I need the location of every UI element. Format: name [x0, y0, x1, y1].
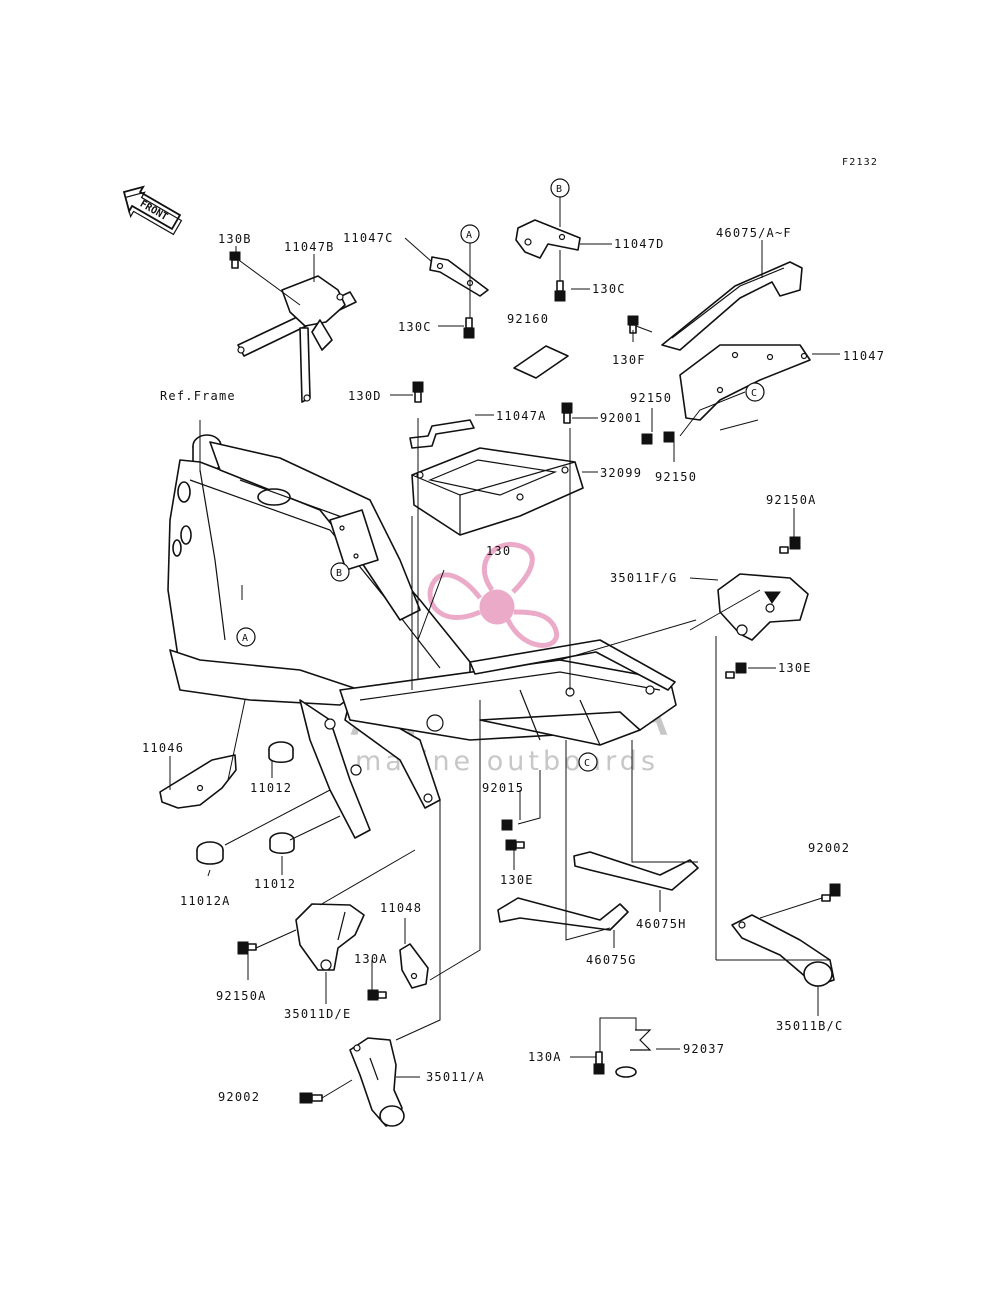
leader-lines — [169, 197, 840, 1099]
label-130d: 130D — [348, 389, 382, 403]
label-130a-left: 130A — [354, 952, 388, 966]
bracket-11047d — [515, 219, 581, 259]
label-11047d: 11047D — [614, 237, 665, 251]
ref-frame-label: Ref.Frame — [160, 389, 236, 403]
grab-rail-46075 — [661, 261, 803, 351]
clip-92037 — [615, 1029, 652, 1078]
label-92002-left: 92002 — [218, 1090, 260, 1104]
step-bracket-35011fg — [717, 573, 809, 641]
label-11012-top: 11012 — [250, 781, 292, 795]
label-92015: 92015 — [482, 781, 524, 795]
label-130a-bottom: 130A — [528, 1050, 562, 1064]
bolt-92002-left — [299, 1092, 323, 1104]
tray-32099 — [411, 447, 584, 536]
label-130e-right: 130E — [778, 661, 812, 675]
label-46075h: 46075H — [636, 917, 687, 931]
grommet-11012a — [196, 841, 224, 865]
svg-text:A: A — [466, 230, 473, 241]
bolt-130d — [412, 381, 424, 403]
label-92001: 92001 — [600, 411, 642, 425]
bolt-92001 — [561, 402, 573, 424]
rail-46075h — [573, 851, 699, 891]
callout-c-frame: C — [578, 752, 598, 772]
grommet-11012-lower — [269, 832, 295, 855]
label-130: 130 — [486, 544, 511, 558]
callout-b-top: B — [550, 178, 570, 198]
label-11047: 11047 — [843, 349, 885, 363]
label-46075af: 46075/A~F — [716, 226, 792, 240]
label-11047a: 11047A — [496, 409, 547, 423]
bolt-92015 — [501, 819, 513, 831]
svg-text:C: C — [584, 758, 591, 769]
label-35011a: 35011/A — [426, 1070, 485, 1084]
label-35011bc: 35011B/C — [776, 1019, 843, 1033]
bracket-11047 — [679, 344, 811, 421]
diagram-code: F2132 — [842, 157, 878, 168]
front-arrow-icon: FRONT — [122, 185, 183, 236]
nuts-92150 — [641, 431, 675, 445]
label-92150a-right: 92150A — [766, 493, 817, 507]
bolt-92150a-right — [779, 536, 801, 554]
bracket-11048 — [399, 943, 429, 989]
bolt-92150a-left — [237, 941, 257, 955]
label-130f: 130F — [612, 353, 646, 367]
bolt-130b — [229, 251, 241, 269]
bolt-130a-bottom — [593, 1051, 605, 1075]
bolt-130e-right — [725, 662, 747, 679]
pad-92160 — [513, 345, 569, 379]
label-11046: 11046 — [142, 741, 184, 755]
svg-text:C: C — [751, 388, 758, 399]
callout-c-top: C — [745, 382, 765, 402]
bolt-130c-left — [463, 317, 475, 339]
label-130c-left: 130C — [398, 320, 432, 334]
label-32099: 32099 — [600, 466, 642, 480]
step-bracket-35011de — [295, 903, 365, 971]
footrest-bracket-35011a — [349, 1037, 405, 1127]
svg-text:B: B — [556, 184, 563, 195]
guard-11046 — [159, 754, 237, 809]
bracket-11047c — [429, 256, 489, 297]
svg-text:B: B — [336, 568, 343, 579]
label-92150-bottom: 92150 — [655, 470, 697, 484]
grommet-11012-upper — [268, 741, 294, 764]
svg-text:A: A — [242, 633, 249, 644]
bolt-130c-right — [554, 280, 566, 302]
label-130c-right: 130C — [592, 282, 626, 296]
label-92002-right: 92002 — [808, 841, 850, 855]
label-130b: 130B — [218, 232, 252, 246]
propeller-logo-icon — [427, 541, 560, 648]
callout-a-frame: A — [236, 627, 256, 647]
bracket-11047b — [237, 275, 357, 403]
part-labels: 130B 11047B 11047C 130C 11047D 130C 9216… — [142, 226, 885, 1104]
label-11012-bottom: 11012 — [254, 877, 296, 891]
label-11047b: 11047B — [284, 240, 335, 254]
label-35011fg: 35011F/G — [610, 571, 677, 585]
label-11047c: 11047C — [343, 231, 394, 245]
bolt-130a-left — [367, 989, 387, 1001]
callout-a-top: A — [460, 224, 480, 244]
label-35011de: 35011D/E — [284, 1007, 351, 1021]
label-92150-top: 92150 — [630, 391, 672, 405]
callout-b-frame: B — [330, 562, 350, 582]
rail-46075g — [497, 897, 629, 931]
label-11048: 11048 — [380, 901, 422, 915]
bracket-11047a — [409, 419, 475, 449]
footrest-bracket-35011bc — [731, 914, 835, 987]
label-130e-mid: 130E — [500, 873, 534, 887]
label-11012a: 11012A — [180, 894, 231, 908]
label-92037: 92037 — [683, 1042, 725, 1056]
label-46075g: 46075G — [586, 953, 637, 967]
label-92160: 92160 — [507, 312, 549, 326]
label-92150a-left: 92150A — [216, 989, 267, 1003]
bolt-130e-mid — [505, 839, 525, 851]
bolt-92002-right — [821, 883, 841, 902]
